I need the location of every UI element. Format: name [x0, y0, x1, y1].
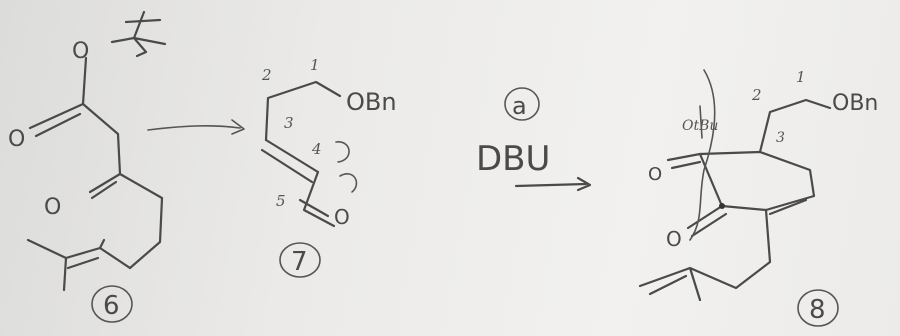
- compound-7-pos-5: 5: [276, 192, 286, 210]
- compound-8-otbu: OtBu: [682, 118, 718, 134]
- compound-7-oxygen: O: [334, 205, 350, 229]
- compound-7-pos-4: 4: [311, 140, 322, 158]
- compound-6-carbonyl-oxygen: O: [8, 127, 25, 152]
- compound-7-structure: [260, 80, 358, 228]
- compound-6-number: 6: [103, 291, 120, 321]
- step-label: a: [512, 92, 527, 120]
- compound-8-number: 8: [809, 295, 826, 325]
- compound-6-number-circle: [91, 285, 133, 323]
- compound-8-pos-1: 1: [796, 68, 806, 86]
- compound-8-ester-oxygen: O: [648, 164, 662, 185]
- reaction-arrow: [514, 176, 592, 192]
- compound-7-pos-3: 3: [284, 114, 294, 132]
- compound-6-ester-oxygen: O: [72, 39, 89, 64]
- compound-7-obn: OBn: [346, 88, 397, 116]
- reagent-label: DBU: [476, 139, 550, 179]
- compound-8-number-circle: [797, 289, 839, 327]
- compound-8-pos-2: 2: [751, 86, 762, 104]
- compound-6-ketone-oxygen: O: [44, 195, 61, 220]
- compound-7-number: 7: [291, 247, 308, 277]
- step-label-circle: [504, 87, 540, 121]
- compound-8-pos-3: 3: [776, 130, 785, 146]
- compound-7-number-circle: [279, 242, 321, 278]
- compound-7-pos-2: 2: [261, 66, 272, 84]
- arrow-6-to-7: [147, 119, 245, 135]
- compound-6-structure: [26, 10, 167, 292]
- compound-8-structure: [638, 69, 832, 302]
- compound-7-pos-1: 1: [310, 56, 320, 74]
- compound-8-ketone-oxygen: O: [666, 227, 682, 251]
- compound-8-obn: OBn: [832, 91, 878, 116]
